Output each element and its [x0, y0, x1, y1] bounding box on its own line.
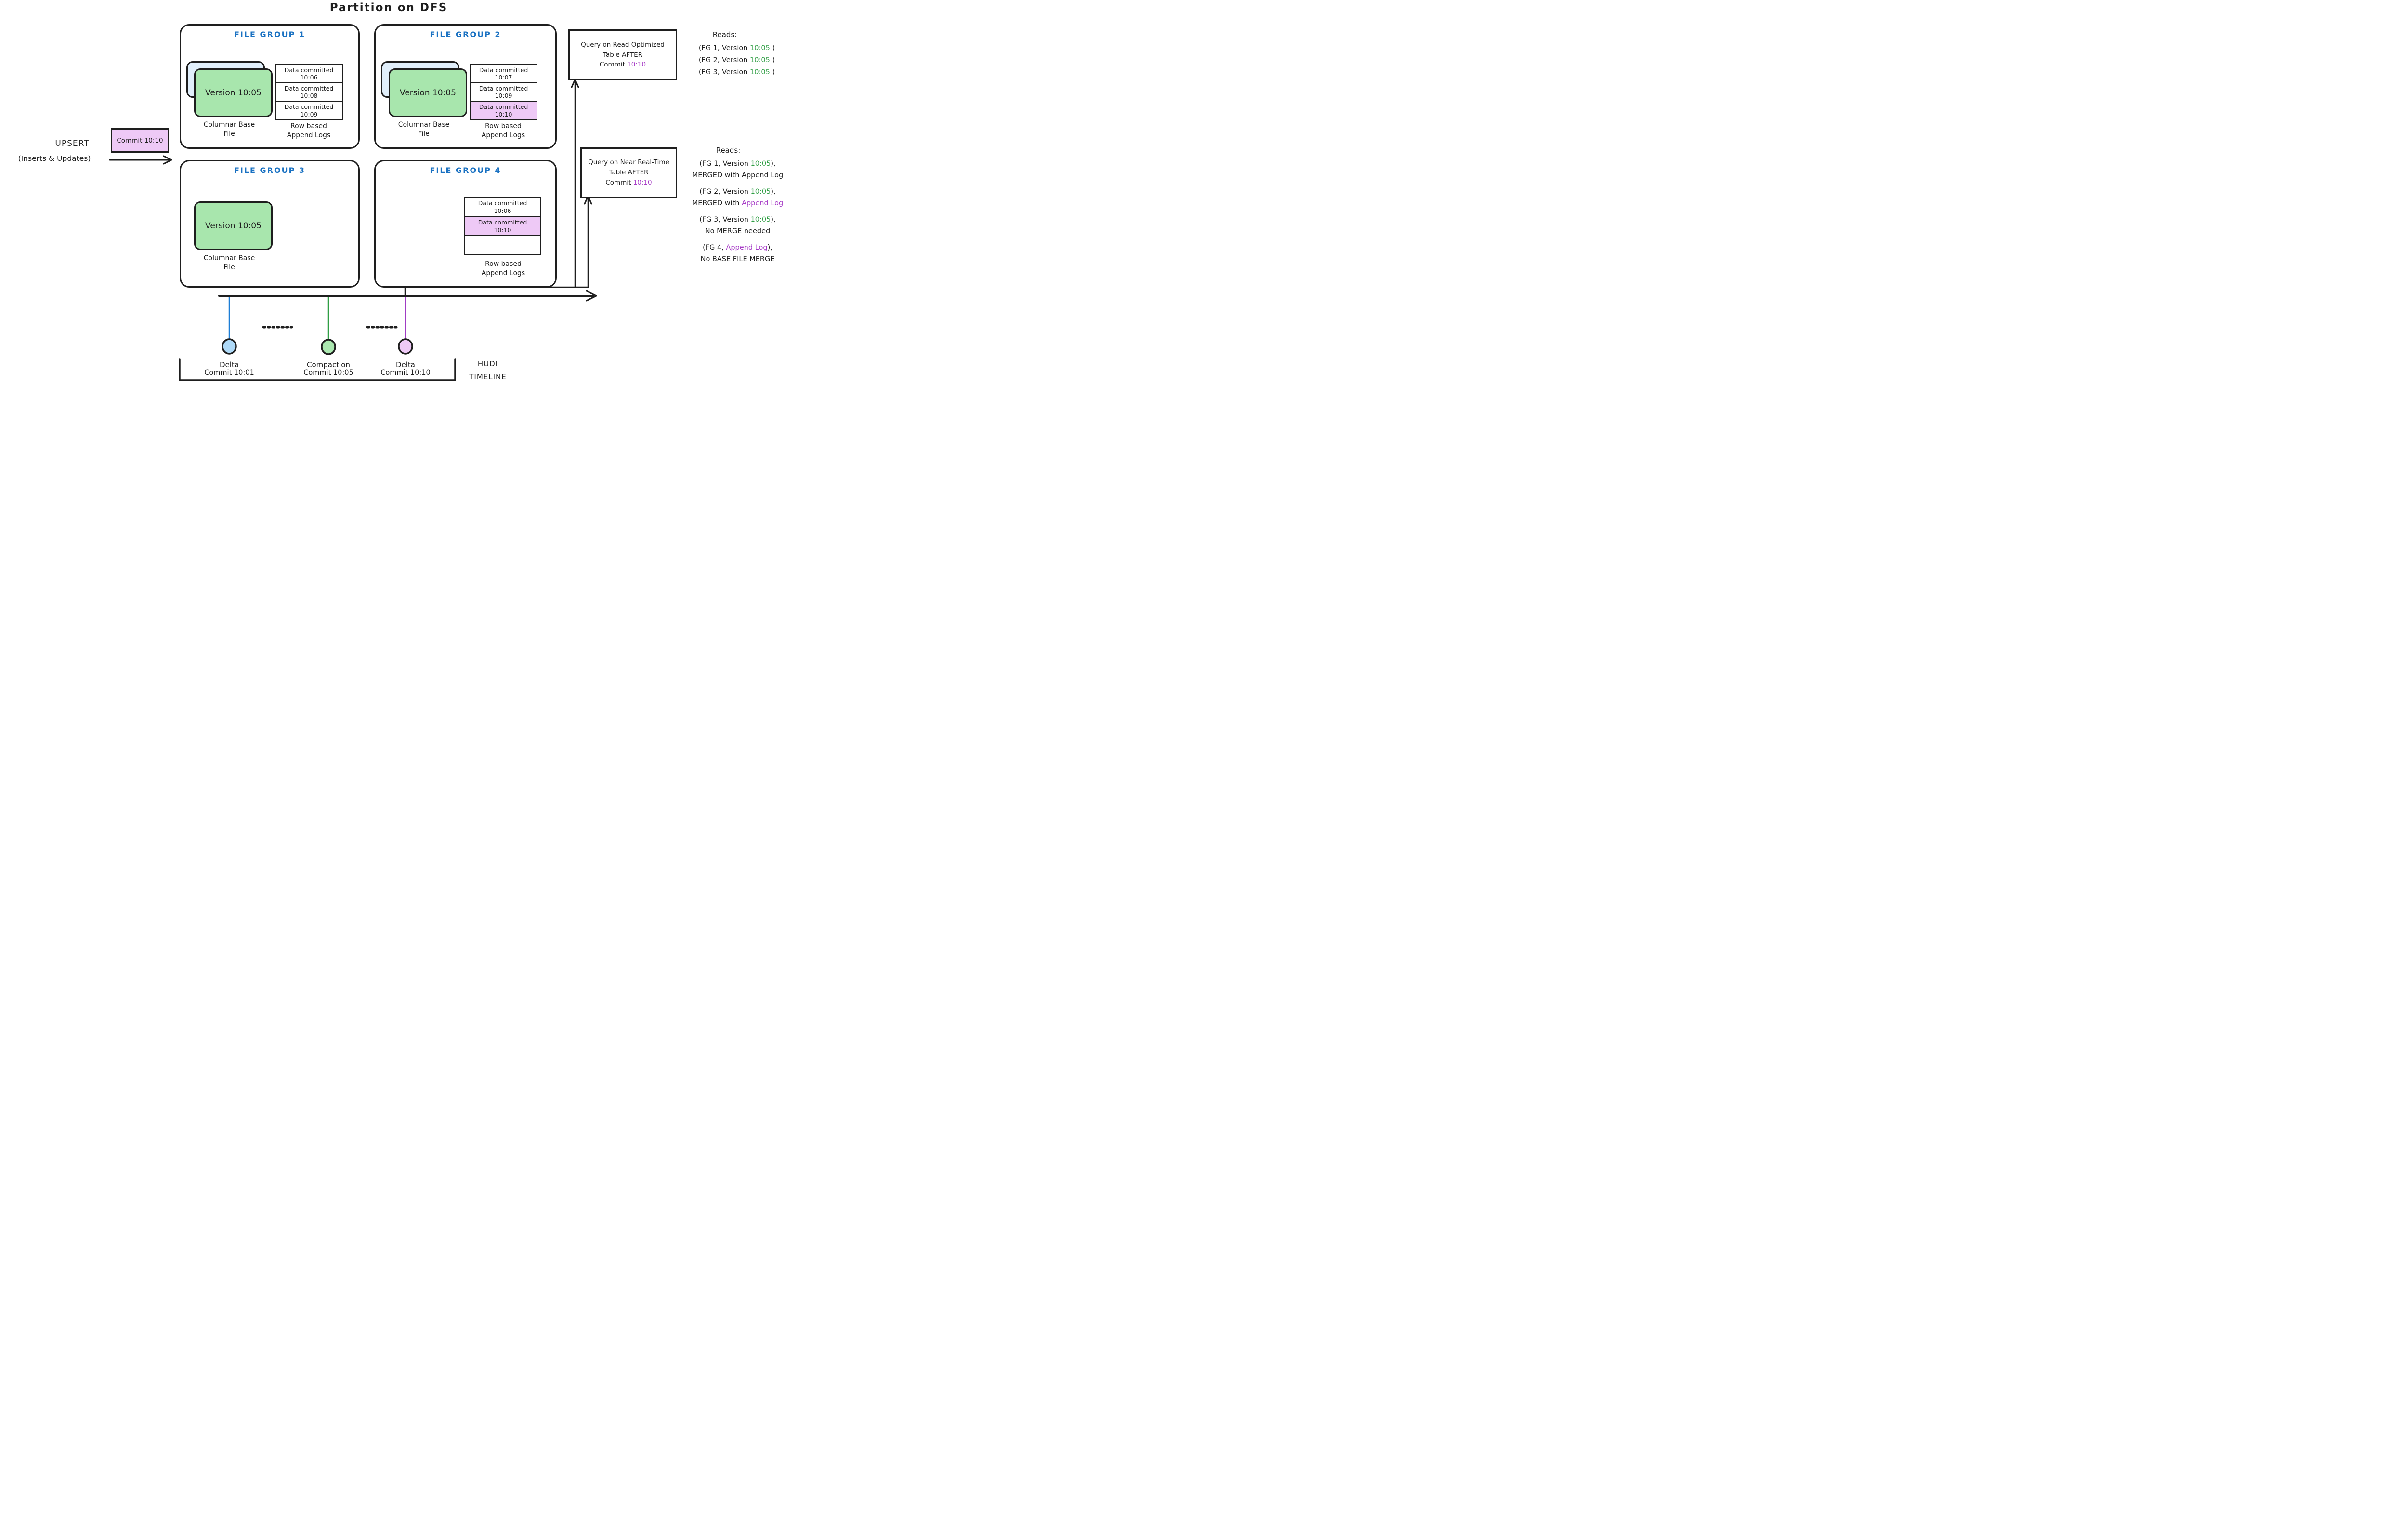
timeline-event-commit: Commit 10:01 [204, 369, 254, 377]
file-group-2-title: FILE GROUP 2 [430, 30, 501, 39]
fg1-append-log-table: Data committed 10:06 Data committed 10:0… [275, 64, 343, 120]
fg4-append-log-table: Data committed 10:06 Data committed 10:1… [464, 197, 541, 255]
reads-realtime-list: (FG 1, Version 10:05), MERGED with Appen… [674, 158, 801, 270]
fg4-log-row: Data committed 10:06 [465, 198, 540, 217]
query-near-realtime-line1: Query on Near Real-Time [588, 158, 669, 167]
query-read-optimized-commit: Commit 10:10 [599, 61, 646, 69]
fg1-log-row: Data committed 10:06 [276, 65, 342, 84]
timeline-bracket [179, 358, 456, 381]
reads-realtime-title: Reads: [716, 146, 741, 155]
fg2-log-row: Data committed 10:09 [471, 83, 537, 102]
fg3-base-file-version: Version 10:05 [194, 201, 273, 250]
query-near-realtime-commit: Commit 10:10 [605, 178, 652, 186]
fg2-base-file-version: Version 10:05 [389, 68, 467, 117]
reads-optimized-item: (FG 2, Version 10:05 ) [698, 56, 775, 64]
upsert-commit-1010-box: Commit 10:10 [111, 128, 169, 153]
reads-realtime-item: (FG 4, Append Log), No BASE FILE MERGE [700, 244, 775, 263]
file-group-1-title: FILE GROUP 1 [234, 30, 306, 39]
query-near-realtime-box: Query on Near Real-Time Table AFTER Comm… [580, 147, 677, 198]
upsert-title: UPSERT [55, 139, 90, 148]
query-read-optimized-box: Query on Read Optimized Table AFTER Comm… [568, 29, 677, 80]
timeline-event-name: Compaction [307, 360, 350, 369]
file-group-4-box: FILE GROUP 4 Data committed 10:06 Data c… [374, 160, 557, 288]
query-read-optimized-line2: Table AFTER [602, 51, 643, 59]
file-group-2-box: FILE GROUP 2 Version 10:05 Columnar Base… [374, 24, 557, 149]
fg1-log-row: Data committed 10:09 [284, 103, 334, 118]
delta-commit-1010-dot-icon [398, 338, 413, 355]
reads-optimized-list: (FG 1, Version 10:05 ) (FG 2, Version 10… [674, 42, 799, 79]
reads-realtime-item: (FG 3, Version 10:05), No MERGE needed [699, 216, 776, 235]
fg1-log-row: Data committed 10:08 [276, 83, 342, 102]
timeline-event-name: Delta [395, 360, 416, 369]
timeline-event-delta-1001: Delta Commit 10:01 [193, 360, 265, 377]
reads-optimized-item: (FG 1, Version 10:05 ) [698, 44, 775, 52]
compaction-commit-1005-dot-icon [321, 339, 336, 355]
reads-realtime-item: (FG 2, Version 10:05), MERGED with Appen… [692, 188, 784, 207]
fg3-base-file-caption: Columnar Base File [203, 254, 255, 271]
reads-optimized-title: Reads: [712, 30, 737, 39]
reads-realtime-item: (FG 1, Version 10:05), MERGED with Appen… [692, 160, 784, 179]
upsert-arrowhead-icon [163, 155, 172, 165]
file-group-3-box: FILE GROUP 3 Version 10:05 Columnar Base… [180, 160, 360, 288]
fg1-base-file-caption: Columnar Base File [203, 121, 255, 138]
timeline-arrowhead-icon [586, 290, 597, 302]
diagram-connectors [109, 79, 597, 381]
fg4-log-row-highlighted: Data committed 10:10 [465, 217, 540, 237]
delta-commit-1001-dot-icon [222, 338, 237, 355]
timeline-event-commit: Commit 10:05 [303, 369, 353, 377]
timeline-event-delta-1010: Delta Commit 10:10 [369, 360, 442, 377]
fg1-append-log-caption: Row based Append Logs [287, 122, 331, 139]
timeline-event-commit: Commit 10:10 [380, 369, 431, 377]
fg4-log-row-empty [465, 236, 540, 254]
reads-optimized-item: (FG 3, Version 10:05 ) [698, 68, 775, 76]
fg2-log-row: Data committed 10:07 [471, 65, 537, 84]
query-near-realtime-line2: Table AFTER [609, 169, 649, 177]
fg2-append-log-caption: Row based Append Logs [481, 122, 525, 139]
file-group-1-box: FILE GROUP 1 Version 10:05 Columnar Base… [180, 24, 360, 149]
page-title: Partition on DFS [329, 1, 448, 14]
timeline-event-compaction-1005: Compaction Commit 10:05 [292, 360, 365, 377]
fg1-base-file-version: Version 10:05 [194, 68, 273, 117]
fg2-append-log-table: Data committed 10:07 Data committed 10:0… [470, 64, 537, 120]
fg4-append-log-caption: Row based Append Logs [481, 260, 525, 277]
hudi-timeline-label: HUDI TIMELINE [469, 359, 507, 381]
file-group-3-title: FILE GROUP 3 [234, 166, 306, 175]
hudi-partition-diagram: Partition on DFS FILE GROUP 1 Version 10… [0, 0, 801, 382]
fg2-base-file-caption: Columnar Base File [398, 121, 450, 138]
upsert-subtitle: (Inserts & Updates) [18, 154, 91, 163]
query-connector-line [404, 286, 589, 296]
query-read-optimized-line1: Query on Read Optimized [581, 40, 665, 49]
file-group-4-title: FILE GROUP 4 [430, 166, 501, 175]
timeline-event-name: Delta [219, 360, 239, 369]
fg2-log-row-highlighted: Data committed 10:10 [471, 102, 537, 119]
